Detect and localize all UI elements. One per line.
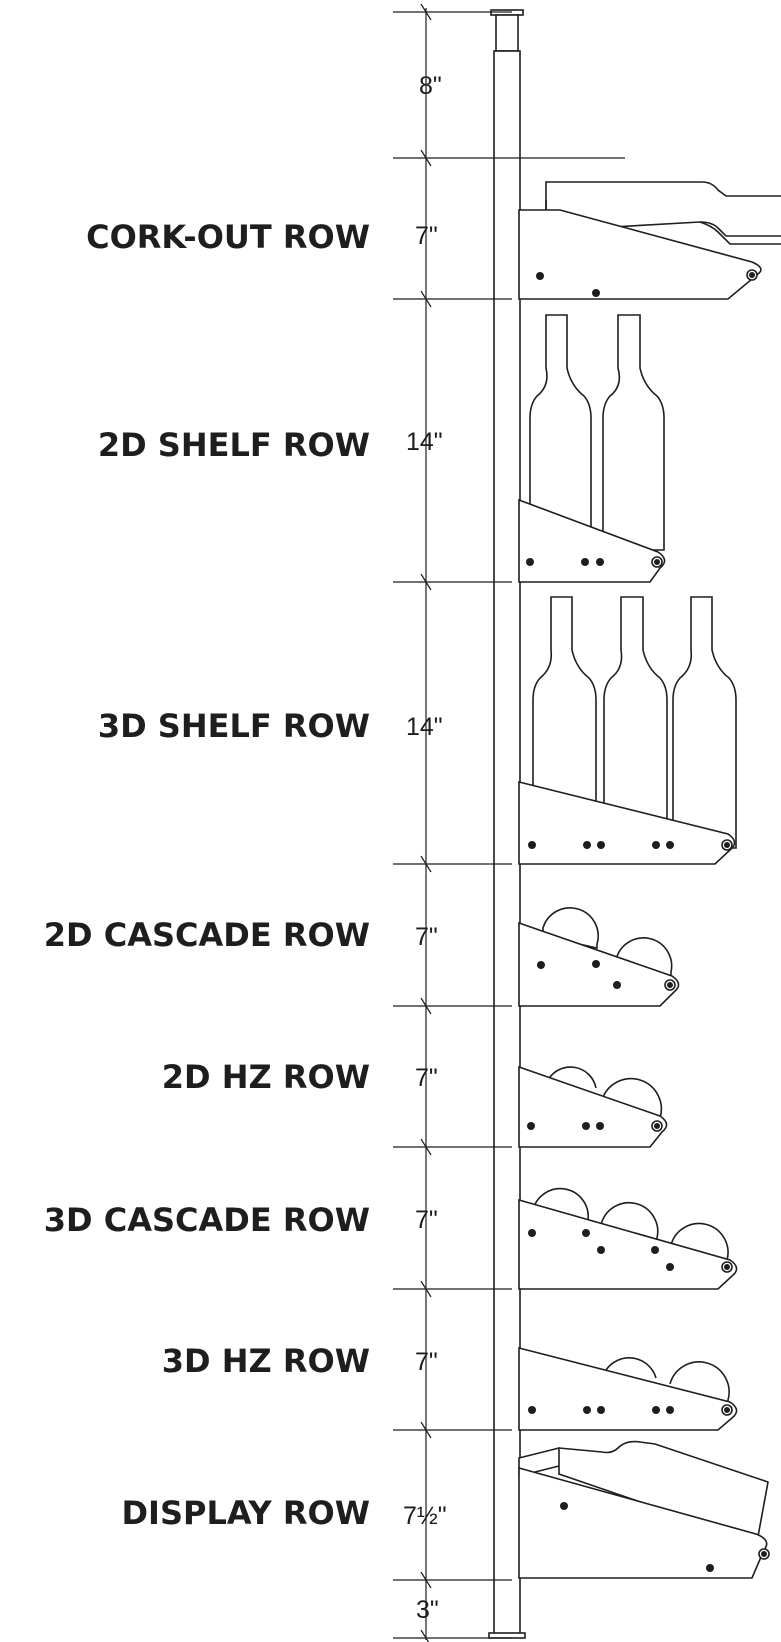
2d-shelf-dimension: 14" [406, 428, 443, 456]
2d-shelf-rack [518, 314, 666, 583]
2d-cascade-rack [518, 907, 680, 1007]
2d-hz-rack [518, 1065, 668, 1148]
2d-hz-dimension: 7" [415, 1064, 438, 1092]
3d-hz-rack [518, 1346, 738, 1431]
2d-shelf-row-label: 2D SHELF ROW [98, 426, 370, 464]
mounting-post [488, 9, 526, 1639]
cork-out-dimension: 7" [415, 222, 438, 250]
display-rack [518, 1440, 770, 1579]
3d-shelf-rack [518, 596, 737, 865]
3d-cascade-rack [518, 1187, 738, 1290]
3d-hz-row-label: 3D HZ ROW [162, 1342, 370, 1380]
3d-cascade-dimension: 7" [415, 1206, 438, 1234]
display-row-label: DISPLAY ROW [121, 1494, 370, 1532]
3d-hz-dimension: 7" [415, 1348, 438, 1376]
display-dimension: 7½" [403, 1502, 447, 1530]
2d-cascade-row-label: 2D CASCADE ROW [44, 916, 370, 954]
cork-out-row-label: CORK-OUT ROW [86, 218, 370, 256]
bottom-gap-dimension: 3" [416, 1596, 439, 1624]
2d-cascade-dimension: 7" [415, 923, 438, 951]
3d-shelf-dimension: 14" [406, 713, 443, 741]
2d-hz-row-label: 2D HZ ROW [162, 1058, 370, 1096]
3d-shelf-row-label: 3D SHELF ROW [98, 707, 370, 745]
3d-cascade-row-label: 3D CASCADE ROW [44, 1201, 370, 1239]
cork-out-rack [518, 181, 781, 300]
top-gap-dimension: 8" [419, 72, 442, 100]
dimension-chain [393, 3, 625, 1642]
